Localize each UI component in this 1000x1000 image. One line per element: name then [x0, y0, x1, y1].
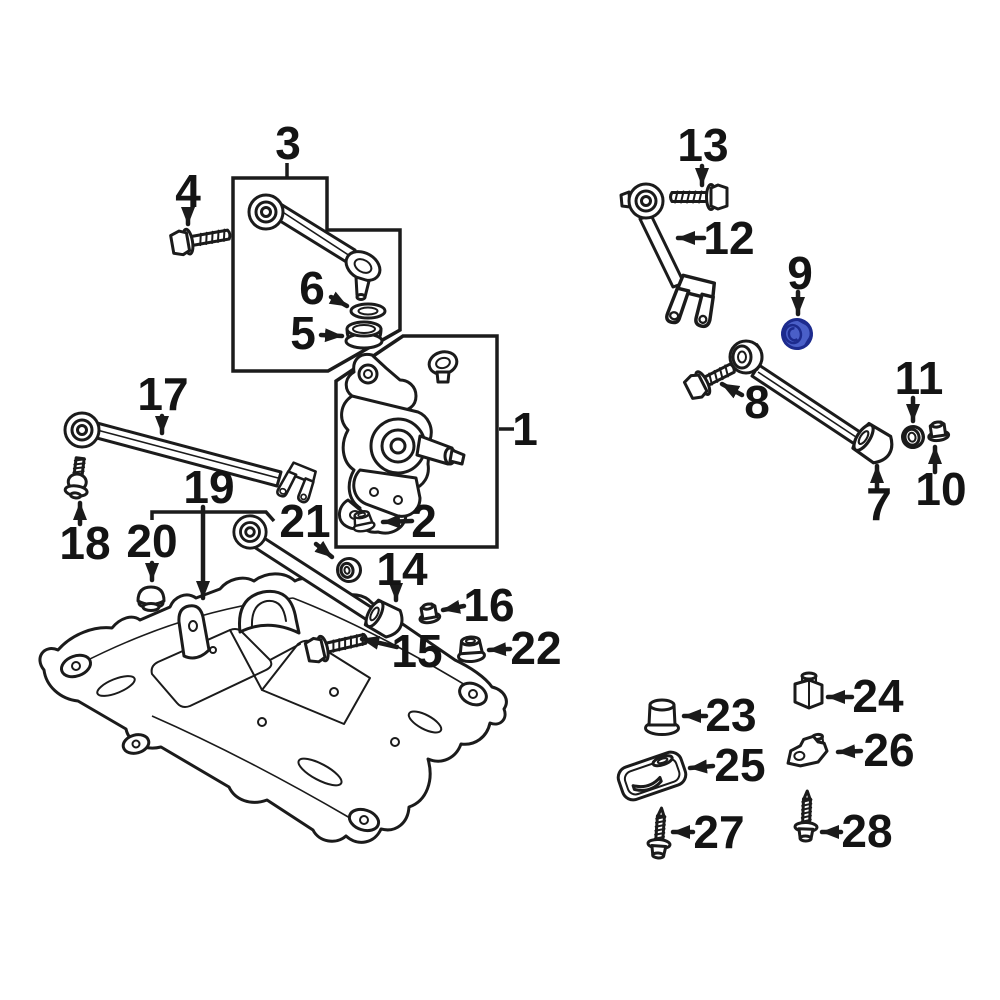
bracket-plate-25: [616, 750, 688, 802]
callout-6-arrow: [328, 291, 350, 309]
self-tapping-screw-28: [793, 789, 820, 843]
callout-label-3: 3: [275, 117, 301, 169]
knuckle: [338, 350, 466, 535]
washer-bushing-11: [901, 425, 925, 449]
callout-25-arrow: [687, 759, 716, 774]
callout-label-18: 18: [59, 517, 110, 569]
callout-label-21: 21: [279, 495, 330, 547]
callout-label-28: 28: [841, 805, 892, 857]
callout-label-16: 16: [463, 579, 514, 631]
callout-label-5: 5: [290, 307, 316, 359]
callout-labels: 1 2 3 4 5 6 7 8 9 10 11 12 13 14 15 16 1…: [59, 117, 966, 858]
cap-plug-23: [644, 698, 680, 736]
rubber-plug-20: [136, 585, 166, 612]
square-plug-24: [793, 671, 824, 710]
callout-label-23: 23: [705, 689, 756, 741]
callout-label-2: 2: [411, 495, 437, 547]
upper-control-arm: [247, 193, 382, 301]
callout-label-24: 24: [852, 670, 904, 722]
lower-control-arm: [232, 514, 409, 643]
subframe-crossmember: [38, 572, 508, 844]
callout-label-25: 25: [714, 739, 765, 791]
callout-26-arrow: [835, 744, 864, 759]
highlighted-flange-nut-9: [781, 318, 813, 350]
arm-7-bushing-end: [848, 419, 900, 469]
flange-bolt-4: [169, 227, 232, 257]
upper-control-arm-box: [231, 176, 402, 373]
callout-label-9: 9: [787, 247, 813, 299]
callout-label-10: 10: [915, 463, 966, 515]
callout-15-arrow: [359, 635, 400, 650]
callout-5-arrow: [318, 328, 345, 343]
callout-leaders: [73, 163, 942, 839]
trailing-arm-bushing-eye: [63, 411, 101, 449]
flange-nut-10: [925, 419, 951, 444]
callout-16-arrow: [440, 599, 467, 614]
upper-arm-bushing-eye: [247, 193, 285, 231]
callout-label-6: 6: [299, 262, 325, 314]
callout-label-19: 19: [183, 461, 234, 513]
callout-label-14: 14: [376, 543, 428, 595]
callout-19-bracket: [150, 510, 276, 523]
callout-label-4: 4: [175, 165, 201, 217]
small-bushing-21: [336, 557, 362, 583]
upper-arm-12: [619, 182, 721, 333]
callout-21-arrow: [313, 540, 335, 560]
arm-12-bushing-eye: [627, 182, 665, 220]
flange-bolt-13: [669, 183, 729, 211]
callout-label-13: 13: [677, 119, 728, 171]
lower-arm-bushing-eye: [232, 514, 268, 550]
callout-label-15: 15: [391, 625, 442, 677]
clip-bracket-26: [786, 732, 829, 768]
dust-boot-5: [344, 320, 384, 350]
callout-label-26: 26: [863, 724, 914, 776]
callout-22-arrow: [486, 642, 513, 657]
callout-label-22: 22: [510, 622, 561, 674]
stud-bolt-18: [63, 456, 89, 500]
callout-label-1: 1: [512, 403, 538, 455]
flange-nut-16: [416, 600, 442, 626]
trailing-arm-17: [63, 411, 321, 508]
self-tapping-screw-27: [645, 805, 674, 861]
callout-2-arrow: [380, 514, 415, 529]
callout-label-11: 11: [895, 352, 944, 404]
callout-8-arrow: [719, 381, 745, 399]
callout-label-20: 20: [126, 515, 177, 567]
callout-label-17: 17: [137, 368, 188, 420]
callout-label-27: 27: [693, 806, 744, 858]
callout-label-7: 7: [866, 478, 892, 530]
lateral-arm-7: [728, 339, 900, 469]
subframe-arch-bracket: [237, 589, 301, 635]
snap-ring-6: [349, 302, 387, 320]
bushing-22: [455, 634, 487, 664]
knuckle-box: [334, 334, 499, 549]
callout-label-12: 12: [703, 212, 754, 264]
callout-label-8: 8: [744, 376, 770, 428]
